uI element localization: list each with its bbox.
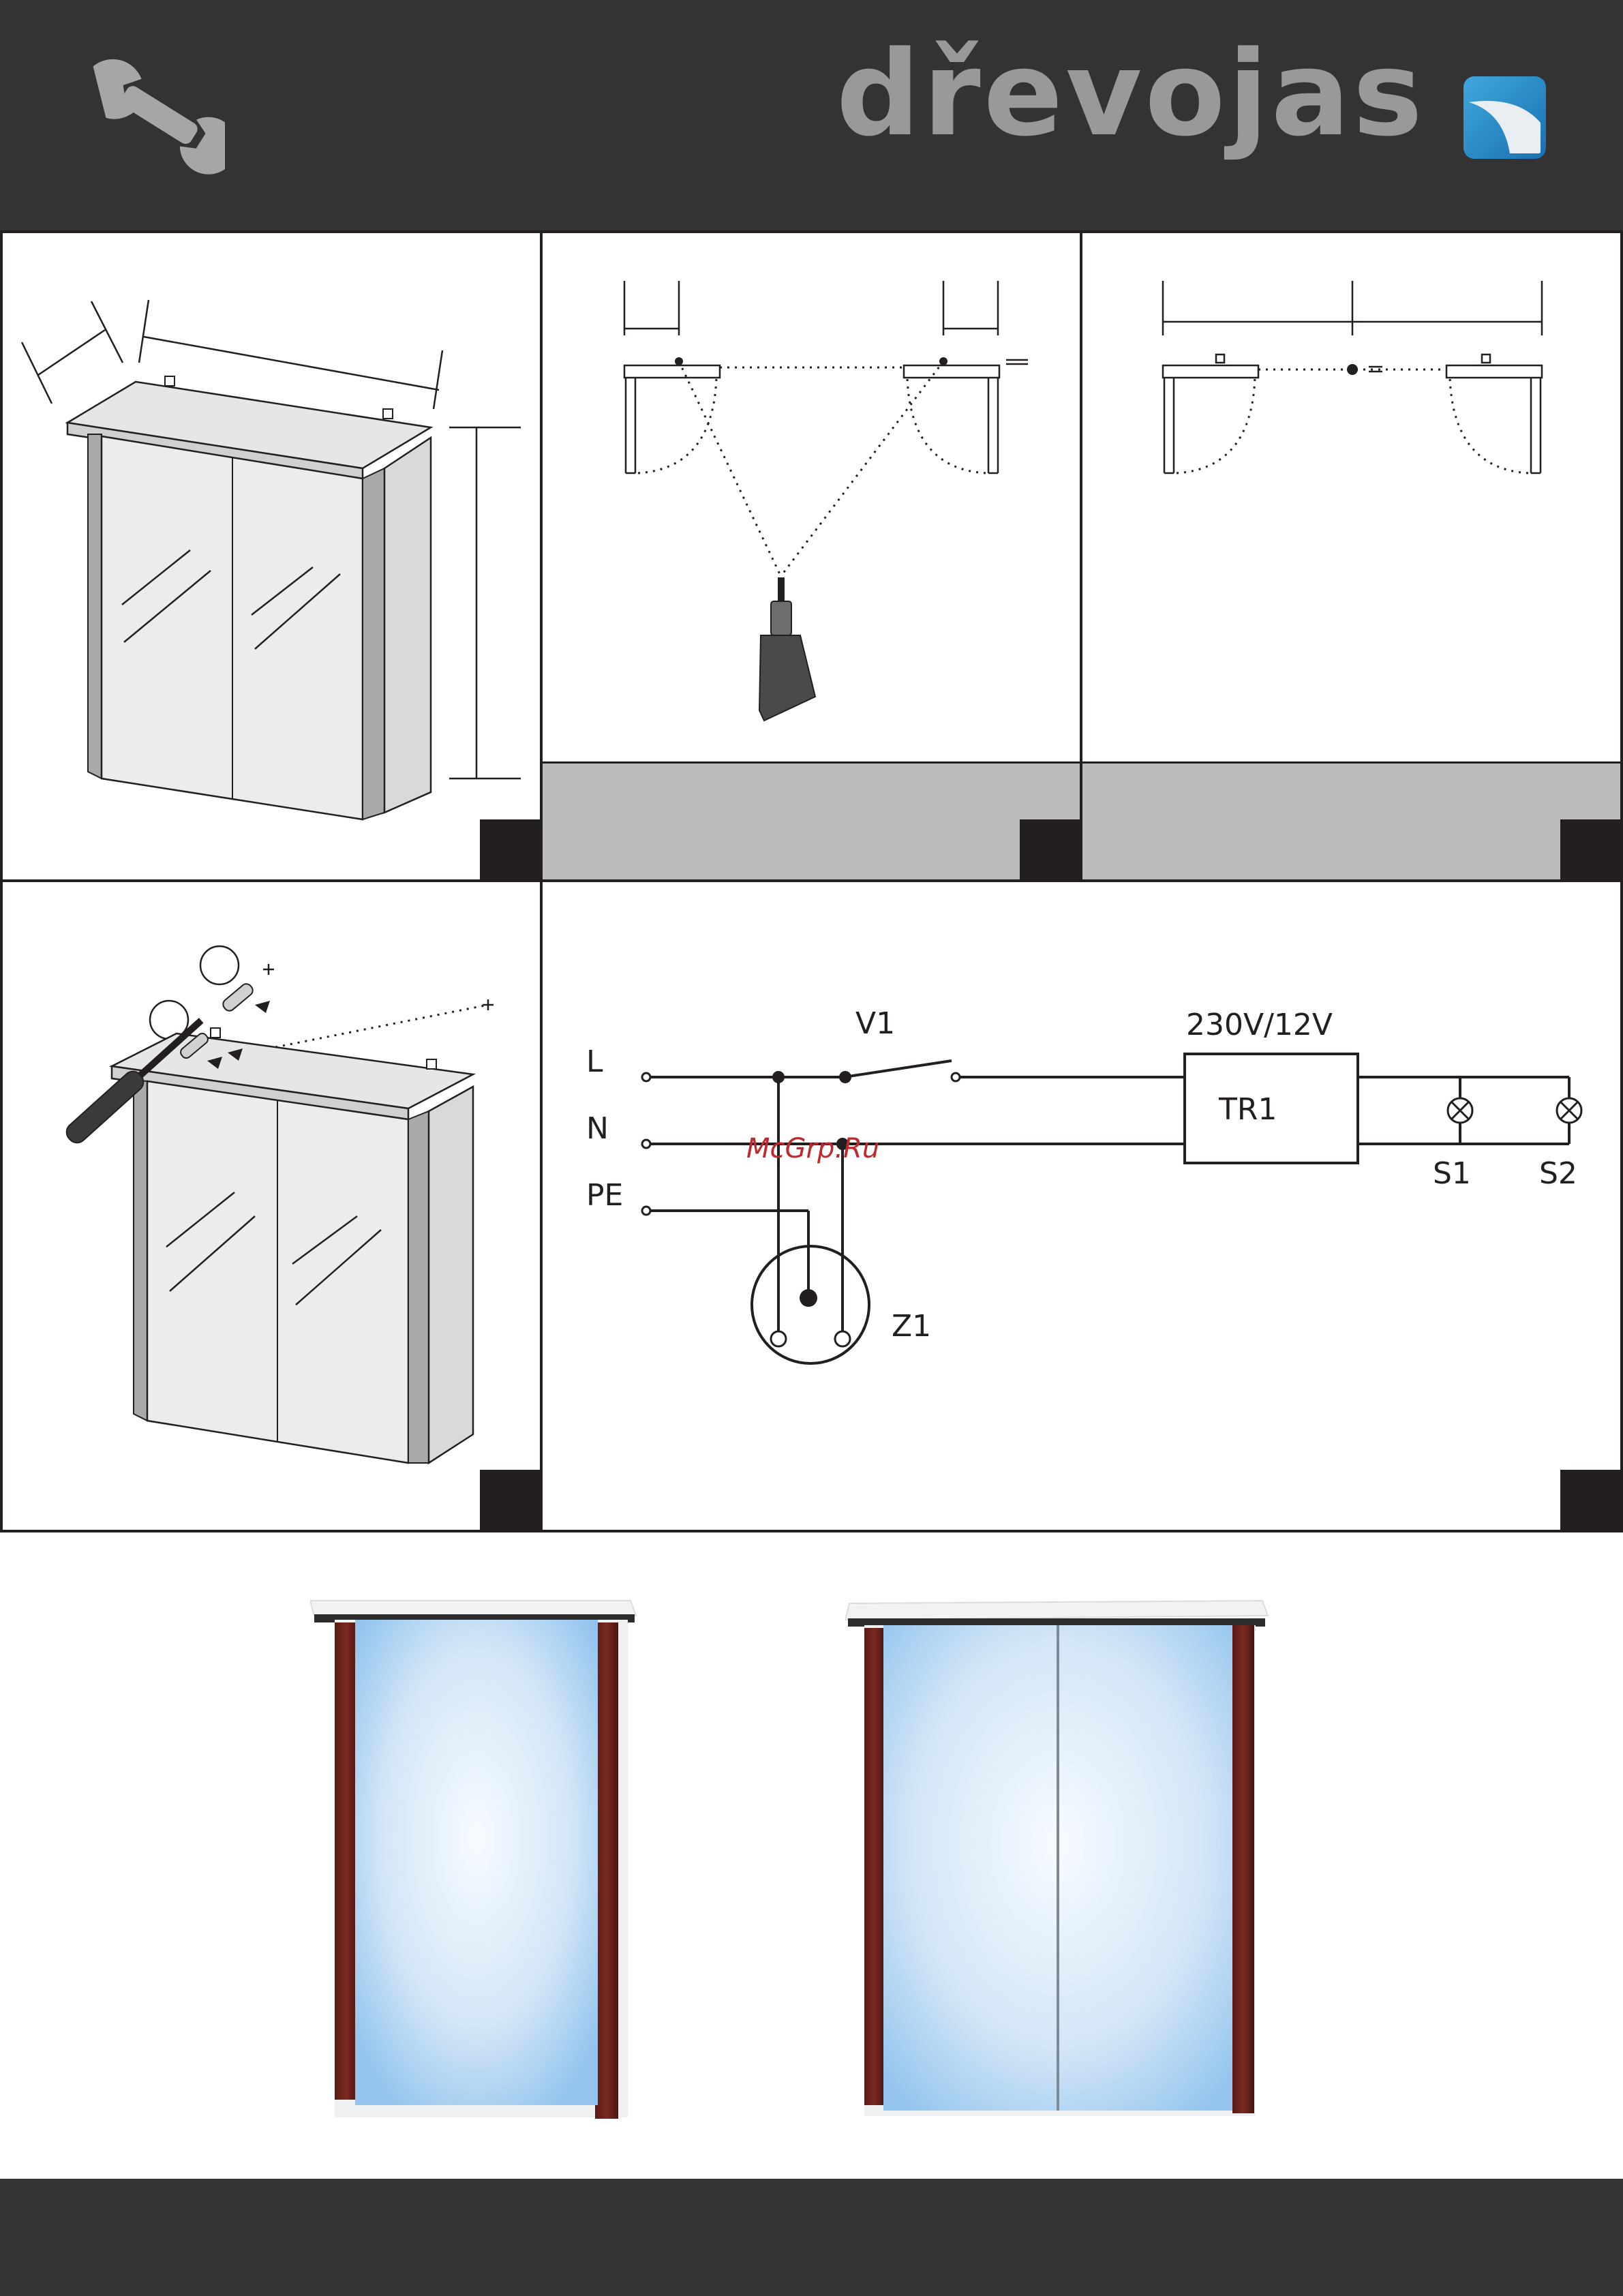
cabinet-dimension-drawing (3, 233, 545, 885)
voltage-label: 230V/12V (1186, 1008, 1333, 1042)
step-panel-wiring (540, 879, 1623, 1532)
step-panel-marking (1080, 230, 1623, 882)
product-cabinet-single-door (310, 1595, 637, 2120)
lamp-label-s1: S1 (1433, 1156, 1471, 1191)
wire-label-l: L (586, 1044, 603, 1079)
step-number-box (480, 1470, 540, 1530)
wiring-diagram (543, 882, 1623, 1535)
switch-label-v1: V1 (855, 1006, 895, 1041)
footer-bar (0, 2179, 1623, 2296)
step-footer-band (543, 761, 1080, 879)
step-number-box (1560, 819, 1620, 879)
step-panel-dimensions (0, 230, 543, 882)
product-cabinet-double-door (845, 1595, 1271, 2120)
wrench-icon (68, 55, 225, 177)
mounting-drawing (3, 882, 545, 1535)
lamp-label-s2: S2 (1539, 1156, 1577, 1191)
step-number-box (1560, 1470, 1620, 1530)
step-number-box (480, 819, 540, 879)
watermark: McGrp.Ru (746, 1133, 879, 1164)
brand-logo-icon (1462, 75, 1547, 160)
step-panel-mounting (0, 879, 543, 1532)
header-bar: dřevojas (0, 0, 1623, 232)
brand-name: dřevojas (836, 35, 1425, 153)
step-footer-band (1082, 761, 1620, 879)
wire-label-n: N (586, 1111, 609, 1146)
step-number-box (1020, 819, 1080, 879)
transformer-label-tr1: TR1 (1219, 1092, 1277, 1127)
wire-label-pe: PE (586, 1178, 623, 1213)
step-panel-drilling (540, 230, 1082, 882)
socket-label-z1: Z1 (892, 1309, 931, 1344)
